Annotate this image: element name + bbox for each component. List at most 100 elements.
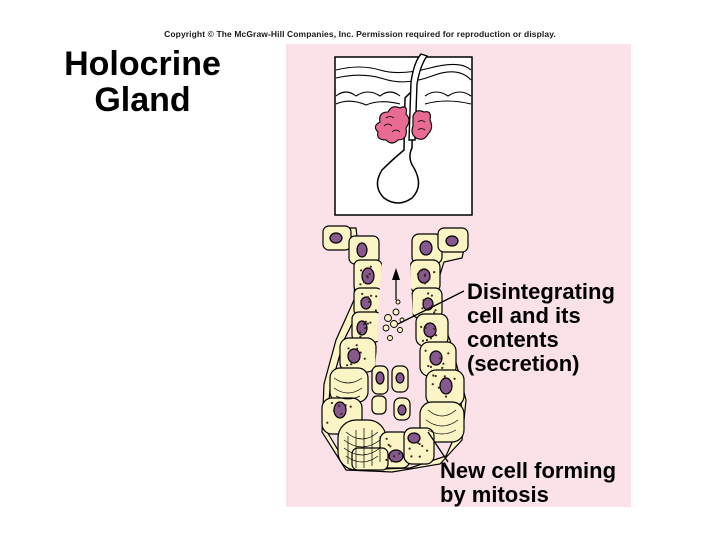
skin-layer-line [335,91,401,97]
gland-cross-section [321,225,469,473]
title-line-1: Holocrine [64,45,221,83]
granule [350,363,353,366]
granule [435,334,438,337]
granule [360,269,363,272]
granule [359,331,362,334]
granule [349,405,352,408]
label-disintegrating-cell: Disintegrating cell and its contents (se… [467,280,615,376]
label-line: Disintegrating [467,279,615,304]
granule [429,337,433,340]
granule [390,460,393,463]
sebaceous-gland-left [374,106,410,144]
cell [351,447,389,471]
granule [368,272,371,276]
granule [369,321,372,324]
nucleus [329,232,343,244]
label-line: cell and its [467,303,581,328]
granule [416,441,419,444]
granule [338,404,341,407]
granule [359,351,362,354]
granule [421,307,424,310]
granule [361,292,364,295]
granule [432,374,435,377]
granule [362,322,366,326]
granule [360,299,363,303]
granule [422,299,425,302]
nucleus [419,240,433,256]
mitosis-spindle-lines [333,377,459,468]
granule [363,281,366,284]
nucleus [395,372,405,384]
copyright-notice: Copyright © The McGraw-Hill Companies, I… [164,29,556,39]
granule [398,452,401,455]
granule [433,271,436,274]
granule [441,366,444,369]
granule [430,294,433,297]
skin-layer-line [335,100,401,106]
granule [385,458,388,461]
label-line: contents [467,327,559,352]
nucleus [360,296,372,310]
granule [421,444,424,448]
nucleus [429,350,443,366]
granule [365,275,369,278]
secretion-fragments [382,299,405,341]
granule [427,292,430,295]
granule [420,325,423,328]
granule [369,265,372,268]
diagram-title: Holocrine Gland [60,46,225,118]
granule [444,395,448,398]
granule [427,364,430,368]
granule [420,269,423,272]
granule [359,283,362,286]
granule [424,326,427,329]
granule [389,445,392,448]
nucleus [333,401,347,419]
skin-layer-line [424,91,472,97]
label-line: (secretion) [467,351,580,376]
skin-layer-line [335,63,472,74]
granule [433,311,436,314]
granule [453,377,456,380]
granule [346,364,349,367]
nucleus [397,404,407,416]
granule [344,404,347,407]
nucleus [356,242,368,258]
skin-layer-line [335,71,472,83]
granule [355,344,358,347]
cell [329,367,369,403]
granule [368,300,371,303]
granule [359,335,362,338]
secretion-granules [326,265,456,463]
granule [434,374,437,378]
granule [356,347,359,350]
granule [443,375,446,378]
granule [425,338,428,342]
nucleus [388,449,404,463]
granule [410,455,413,458]
granule [431,383,434,386]
granule [428,278,431,281]
nucleus [445,235,459,247]
label-line: New cell forming [440,458,617,483]
disintegrating-cell [371,395,387,415]
secretion-arrow [392,268,400,300]
nucleus [407,432,421,444]
sebaceous-gland-right [411,110,433,140]
granule [418,455,421,458]
granule [326,421,329,424]
granule [340,412,343,415]
granule [363,357,366,360]
granule [442,362,445,365]
granule [370,294,373,297]
granule [366,296,370,299]
granule [364,320,367,323]
granule [330,401,333,405]
granule [374,309,377,312]
nucleus [439,377,453,395]
granule [385,437,388,440]
granule [434,309,437,312]
label-new-cell: New cell forming by mitosis [440,459,616,507]
granule [332,409,335,412]
